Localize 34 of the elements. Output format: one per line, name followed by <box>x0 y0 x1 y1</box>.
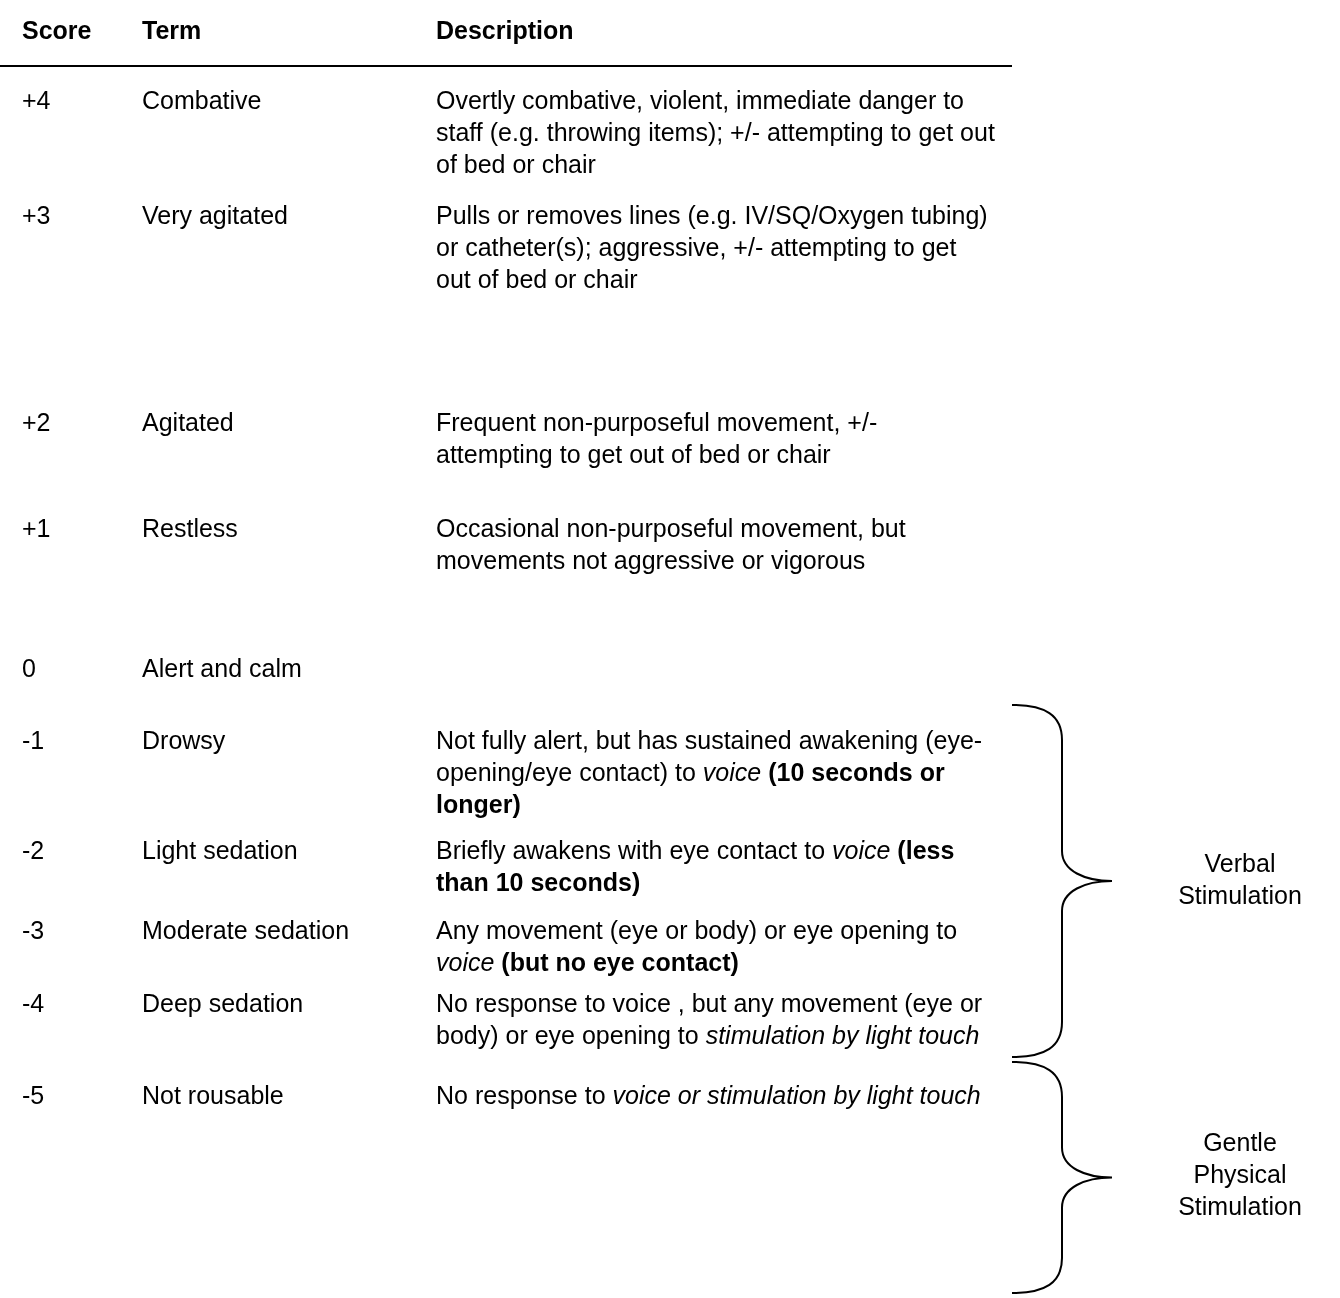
term-cell-text: Combative <box>142 85 263 116</box>
description-cell-text: Any movement (eye or body) or eye opening to voice (but no eye contact) <box>436 915 959 978</box>
column-header: Description <box>436 15 574 46</box>
bracket-label: Verbal Stimulation <box>1177 848 1303 911</box>
column-header: Score <box>22 15 92 46</box>
description-cell-text: Overtly combative, violent, immediate danger to staff (e.g. throwing items); +/- attempting to get out of bed or chair <box>436 85 996 180</box>
description-cell-text: No response to voice , but any movement (eye or body) or eye opening to stimulation by light touch <box>436 988 984 1051</box>
score-cell-text: -1 <box>22 725 46 756</box>
score-cell-text: 0 <box>22 653 37 684</box>
description-cell-text: Briefly awakens with eye contact to voice (less than 10 seconds) <box>436 835 956 898</box>
term-cell-text: Light sedation <box>142 835 299 866</box>
score-cell-text: +1 <box>22 513 52 544</box>
term-cell-text: Moderate sedation <box>142 915 351 946</box>
term-cell-text: Deep sedation <box>142 988 305 1019</box>
term-cell-text: Alert and calm <box>142 653 303 684</box>
description-cell-text: Occasional non-purposeful movement, but movements not aggressive or vigorous <box>436 513 907 576</box>
score-cell-text: +4 <box>22 85 52 116</box>
description-cell-text: Not fully alert, but has sustained awakening (eye-opening/eye contact) to voice (10 seconds or longer) <box>436 725 984 820</box>
description-cell-text: Frequent non-purposeful movement, +/- attempting to get out of bed or chair <box>436 407 879 470</box>
bracket-label: Gentle Physical Stimulation <box>1177 1127 1303 1222</box>
score-cell-text: -2 <box>22 835 46 866</box>
term-cell-text: Very agitated <box>142 200 289 231</box>
description-cell-text: Pulls or removes lines (e.g. IV/SQ/Oxygen tubing) or catheter(s); aggressive, +/- attempting to get out of bed or chair <box>436 200 989 295</box>
term-cell-text: Agitated <box>142 407 235 438</box>
score-cell-text: -3 <box>22 915 46 946</box>
term-cell-text: Drowsy <box>142 725 227 756</box>
score-cell-text: -4 <box>22 988 46 1019</box>
term-cell-text: Not rousable <box>142 1080 285 1111</box>
description-cell-text: No response to voice or stimulation by light touch <box>436 1080 982 1111</box>
score-cell-text: +3 <box>22 200 52 231</box>
term-cell-text: Restless <box>142 513 239 544</box>
score-cell-text: -5 <box>22 1080 46 1111</box>
column-header: Term <box>142 15 202 46</box>
score-cell-text: +2 <box>22 407 52 438</box>
